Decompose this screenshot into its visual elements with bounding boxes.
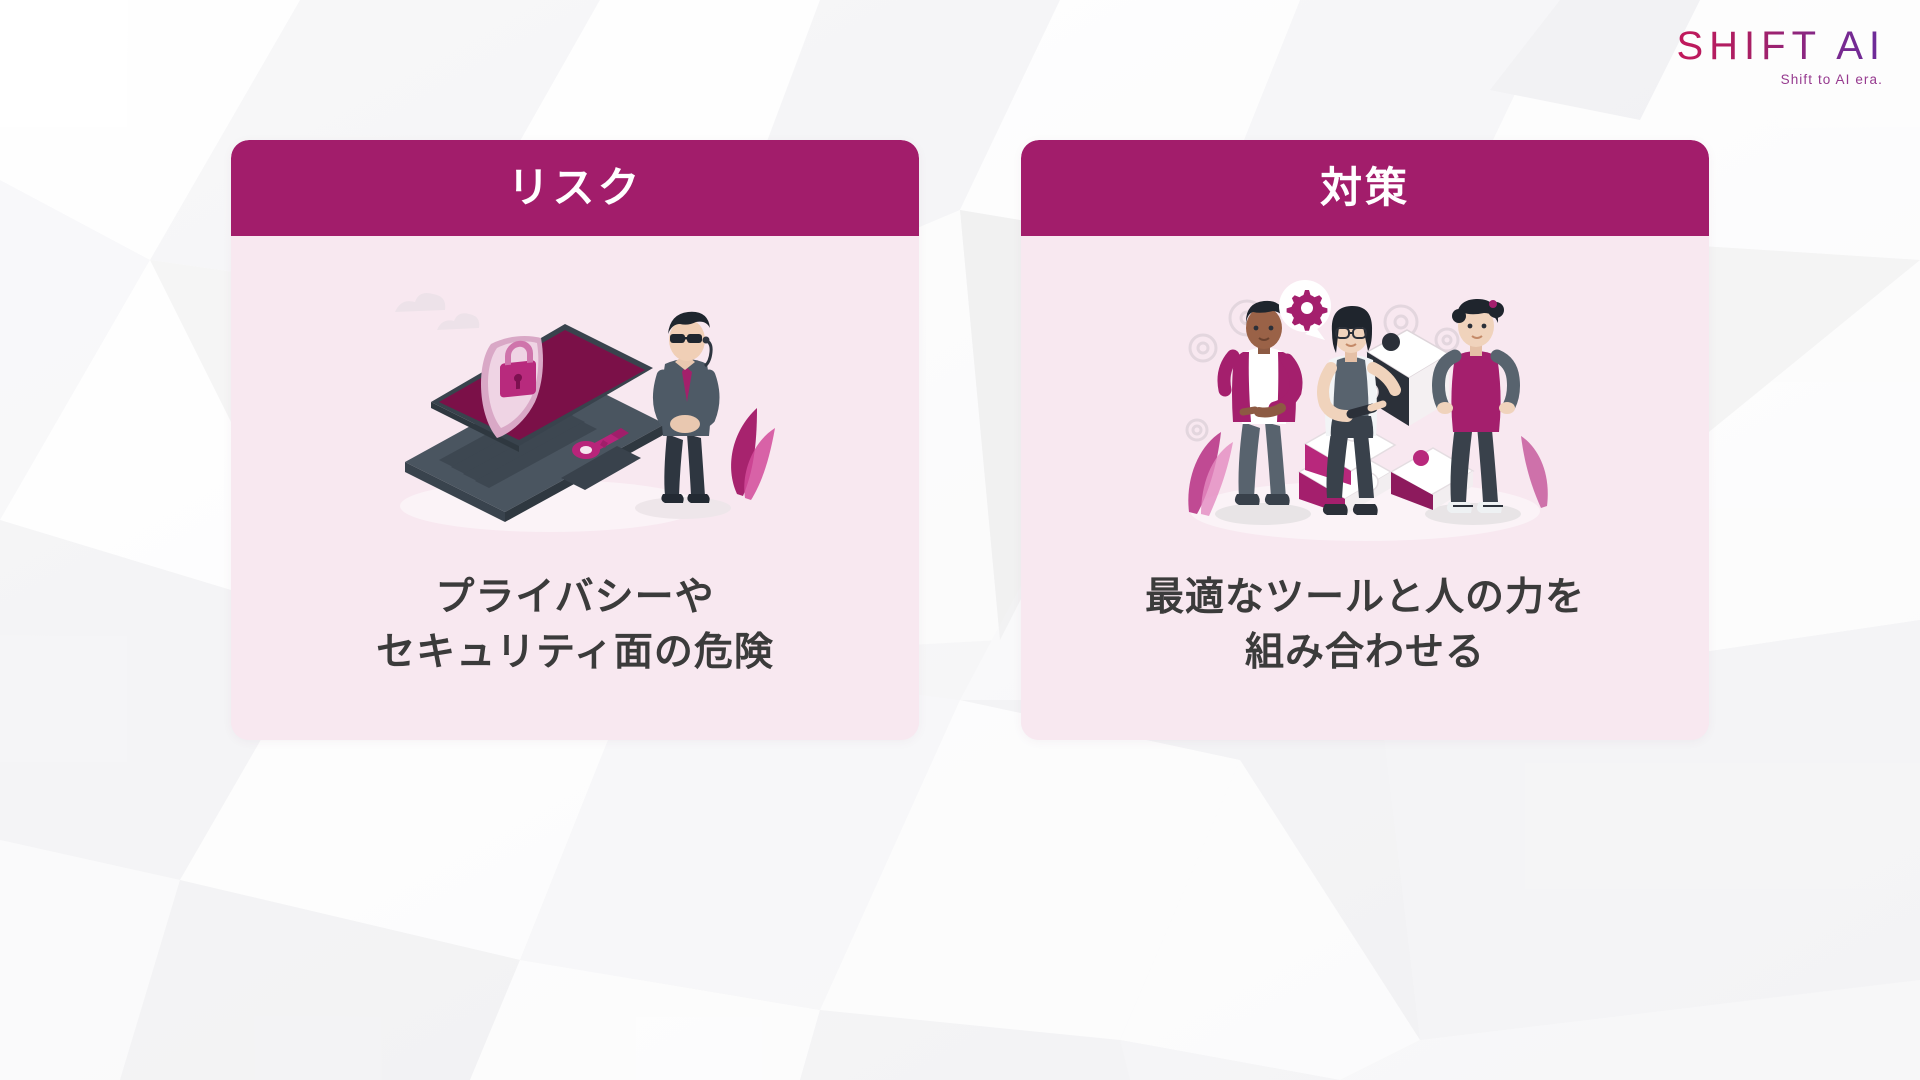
card-risk: リスク: [231, 140, 919, 740]
card-countermeasure-title: 対策: [1319, 164, 1410, 211]
card-countermeasure-caption: 最適なツールと人の力を 組み合わせる: [1144, 576, 1585, 675]
laptop-shield-lock-illustration: [365, 256, 785, 556]
card-risk-title: リスク: [507, 164, 643, 211]
padlock-icon: [500, 340, 536, 398]
card-risk-caption: プライバシーや セキュリティ面の危険: [376, 576, 774, 675]
person-standing: [1432, 298, 1520, 513]
logo-wordmark: SHIFT AI: [1676, 24, 1886, 68]
plant-decoration: [1188, 432, 1233, 516]
person-holding-puzzle-piece: [1317, 305, 1401, 515]
security-guard-figure: [653, 311, 720, 503]
card-countermeasure-header: 対策: [1021, 140, 1709, 236]
person-pointing: [1217, 300, 1303, 505]
card-risk-body: プライバシーや セキュリティ面の危険: [231, 236, 919, 740]
card-risk-header: リスク: [231, 140, 919, 236]
key-icon: [572, 428, 629, 459]
logo-tagline: Shift to AI era.: [1780, 72, 1883, 87]
cards-container: リスク: [0, 140, 1920, 760]
cloud-icon: [395, 293, 480, 330]
card-countermeasure: 対策: [1021, 140, 1709, 740]
plant-decoration: [731, 408, 775, 500]
speech-bubble-gear-icon: [1279, 280, 1331, 340]
brand-logo: SHIFT AI Shift to AI era.: [1676, 26, 1886, 87]
team-puzzle-collaboration-illustration: [1155, 256, 1575, 556]
plant-decoration-right: [1521, 436, 1548, 508]
glasses-icon: [1335, 327, 1367, 339]
card-countermeasure-body: 最適なツールと人の力を 組み合わせる: [1021, 236, 1709, 740]
sunglasses-icon: [670, 334, 685, 343]
